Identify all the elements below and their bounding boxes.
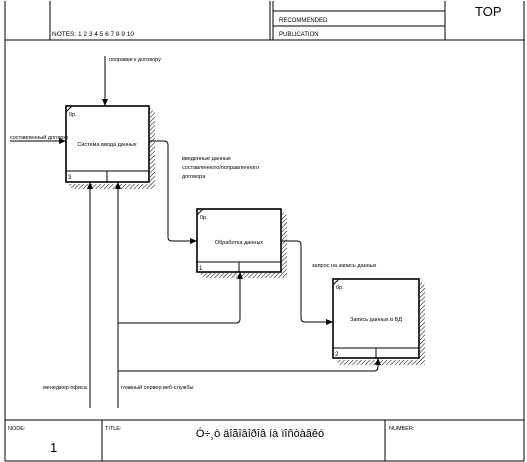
node-label: NODE: bbox=[8, 426, 26, 432]
header-frame bbox=[4, 1, 525, 461]
activity-box-input-system[interactable] bbox=[65, 105, 155, 189]
output-arrow-box1-box2[interactable] bbox=[149, 140, 197, 244]
context-label: TOP bbox=[475, 4, 502, 19]
diagram-title: Ó÷¸ò äîãîâîðîâ íà ïîñòàâêó bbox=[196, 427, 324, 440]
mechanism-arrow-label: главный сервер веб-службы bbox=[121, 384, 194, 391]
box-number: 1 bbox=[199, 266, 203, 272]
node-value: 1 bbox=[50, 440, 57, 455]
box-cost-label: 0р. bbox=[69, 112, 77, 118]
input-arrow-label: составленный договор bbox=[10, 134, 68, 141]
box-cost-label: 0р. bbox=[336, 285, 344, 291]
notes-label: NOTES: 1 2 3 4 5 6 7 8 9 10 bbox=[52, 31, 134, 38]
box-title: Запись данных в БД bbox=[350, 317, 402, 323]
output-arrow-box2-box3[interactable] bbox=[281, 240, 333, 325]
output-arrow-label: договора bbox=[182, 174, 206, 180]
mechanism-branch-box2[interactable] bbox=[118, 272, 243, 324]
title-label: TITLE: bbox=[105, 426, 122, 432]
box-title: Обработка данных bbox=[215, 240, 264, 246]
box-number: 3 bbox=[68, 175, 72, 181]
number-label: NUMBER: bbox=[389, 426, 415, 432]
box-cost-label: 0р. bbox=[200, 215, 208, 221]
box-title: Система ввода данных bbox=[77, 142, 136, 148]
mechanism-branch-box3[interactable] bbox=[118, 358, 381, 372]
recommended-label: RECOMMENDED bbox=[279, 18, 328, 24]
footer-frame bbox=[5, 419, 524, 462]
output-arrow-label: составленного/поправленного bbox=[182, 165, 259, 171]
mechanism-arrow-label: менеджер офиса bbox=[43, 385, 88, 391]
output-arrow-label: запрос на запись данных bbox=[312, 263, 377, 269]
box-number: 2 bbox=[335, 352, 339, 358]
output-arrow-label: введенные данные bbox=[182, 156, 231, 162]
publication-label: PUBLICATION bbox=[279, 32, 319, 38]
control-arrow-label: поправки к договору bbox=[109, 57, 161, 63]
activity-box-db-write[interactable] bbox=[332, 278, 425, 365]
